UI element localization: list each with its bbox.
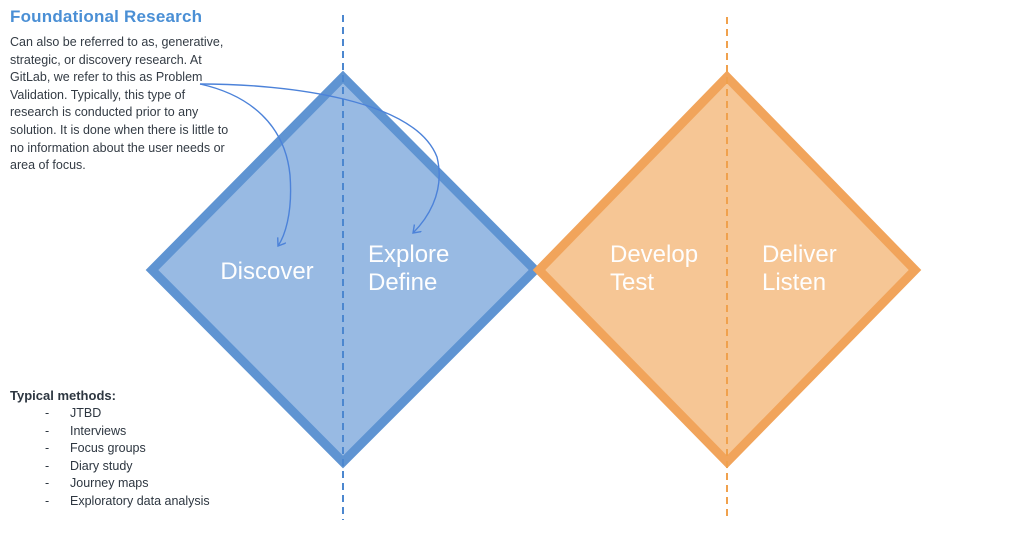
method-label: Journey maps bbox=[70, 476, 149, 491]
dash-bullet: - bbox=[45, 476, 50, 491]
label-develop: Develop bbox=[610, 241, 698, 268]
annotation-arrow-discover bbox=[199, 83, 292, 246]
dash-bullet: - bbox=[45, 406, 50, 420]
label-discover: Discover bbox=[220, 258, 313, 285]
description: Can also be referred to as, generative, … bbox=[10, 34, 228, 175]
description-line: GitLab, we refer to this as Problem bbox=[10, 70, 203, 85]
method-label: Exploratory data analysis bbox=[70, 493, 210, 508]
dash-bullet: - bbox=[45, 493, 50, 508]
method-label: Diary study bbox=[70, 458, 133, 473]
method-item: - JTBD bbox=[10, 405, 210, 423]
description-line: solution. It is done when there is littl… bbox=[10, 122, 229, 137]
description-line: strategic, or discovery research. At bbox=[10, 52, 202, 67]
method-label: JTBD bbox=[70, 406, 102, 420]
description-line: research is conducted prior to any bbox=[10, 105, 199, 120]
method-item: - Interviews bbox=[10, 423, 210, 441]
label-define: Define bbox=[368, 269, 437, 296]
label-test: Test bbox=[610, 269, 654, 296]
methods-heading: Typical methods: bbox=[10, 388, 116, 403]
method-item: - Exploratory data analysis bbox=[10, 493, 210, 511]
method-item: - Journey maps bbox=[10, 475, 210, 493]
page-title: Foundational Research bbox=[10, 7, 203, 26]
methods-block: Typical methods: - JTBD - Interviews - F… bbox=[10, 386, 210, 511]
annotation-arrow-explore bbox=[199, 83, 440, 233]
description-line: no information about the user needs or bbox=[10, 140, 225, 155]
dash-bullet: - bbox=[45, 423, 50, 438]
dash-bullet: - bbox=[45, 441, 50, 456]
method-label: Focus groups bbox=[70, 441, 146, 456]
method-label: Interviews bbox=[70, 423, 127, 438]
description-line: Can also be referred to as, generative, bbox=[10, 35, 224, 49]
dash-bullet: - bbox=[45, 458, 50, 473]
method-item: - Diary study bbox=[10, 458, 210, 476]
method-item: - Focus groups bbox=[10, 440, 210, 458]
label-deliver: Deliver bbox=[762, 241, 837, 268]
description-line: area of focus. bbox=[10, 158, 86, 173]
annotation-block: Foundational Research Can also be referr… bbox=[10, 7, 228, 175]
label-listen: Listen bbox=[762, 269, 826, 296]
description-line: Validation. Typically, this type of bbox=[10, 87, 186, 102]
label-explore: Explore bbox=[368, 241, 449, 268]
